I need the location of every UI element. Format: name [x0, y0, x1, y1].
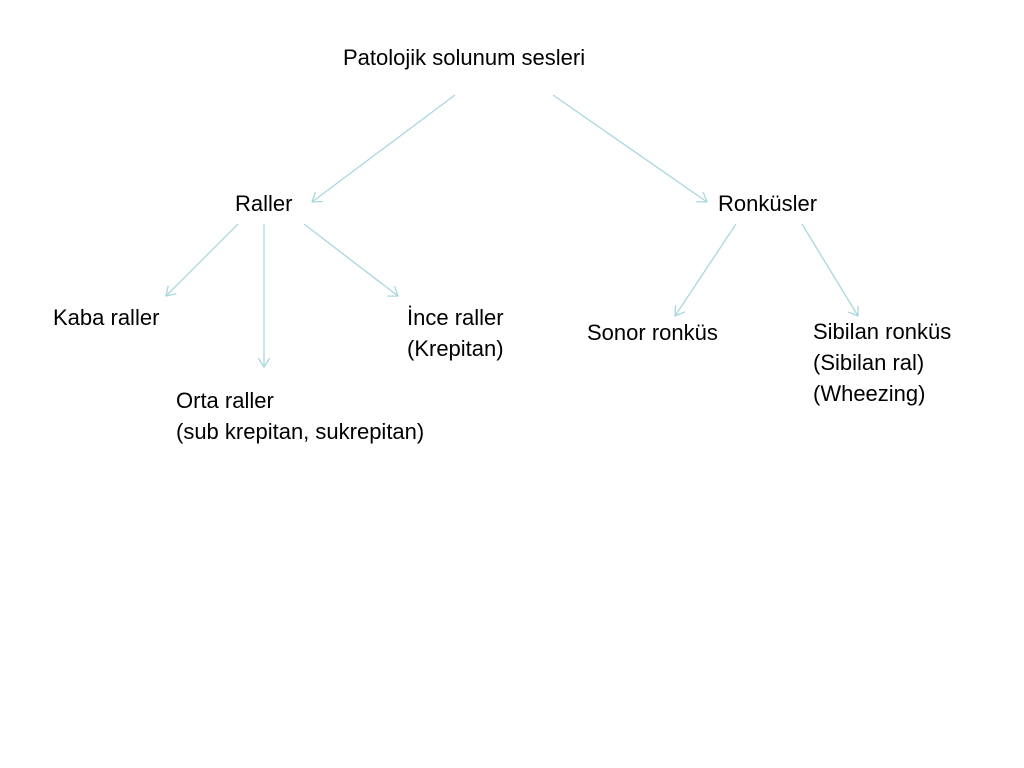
orta-raller-label: Orta raller [176, 388, 274, 413]
arrow-root-to-ronkusler [552, 94, 708, 203]
arrow-raller-to-ince-raller [303, 223, 399, 297]
arrow-ronkusler-to-sonor-ronkus [674, 223, 737, 317]
arrow-root-to-raller [311, 94, 456, 203]
ince-raller-node: İnce raller (Krepitan) [407, 302, 504, 364]
arrow-raller-to-orta-raller [257, 224, 271, 368]
sonor-ronkus-node: Sonor ronküs [587, 317, 718, 348]
arrow-ronkusler-to-sibilan-ronkus [801, 223, 859, 317]
raller-label: Raller [235, 191, 293, 216]
ince-raller-label: İnce raller [407, 305, 504, 330]
sonor-ronkus-label: Sonor ronküs [587, 320, 718, 345]
sibilan-ronkus-node: Sibilan ronküs (Sibilan ral) (Wheezing) [813, 316, 951, 409]
kaba-raller-label: Kaba raller [53, 305, 160, 330]
root-label: Patolojik solunum sesleri [343, 45, 586, 70]
kaba-raller-node: Kaba raller [53, 302, 159, 333]
ronkusler-label: Ronküsler [718, 191, 818, 216]
wheezing-label: (Wheezing) [813, 381, 926, 406]
raller-node: Raller [235, 188, 292, 219]
root-node: Patolojik solunum sesleri [343, 42, 585, 73]
ince-raller-subtitle: (Krepitan) [407, 336, 504, 361]
orta-raller-subtitle: (sub krepitan, sukrepitan) [176, 419, 425, 444]
orta-raller-node: Orta raller (sub krepitan, sukrepitan) [176, 385, 424, 447]
arrow-raller-to-kaba-raller [165, 223, 239, 297]
ronkusler-node: Ronküsler [718, 188, 817, 219]
sibilan-ral-label: (Sibilan ral) [813, 350, 925, 375]
sibilan-ronkus-label: Sibilan ronküs [813, 319, 952, 344]
